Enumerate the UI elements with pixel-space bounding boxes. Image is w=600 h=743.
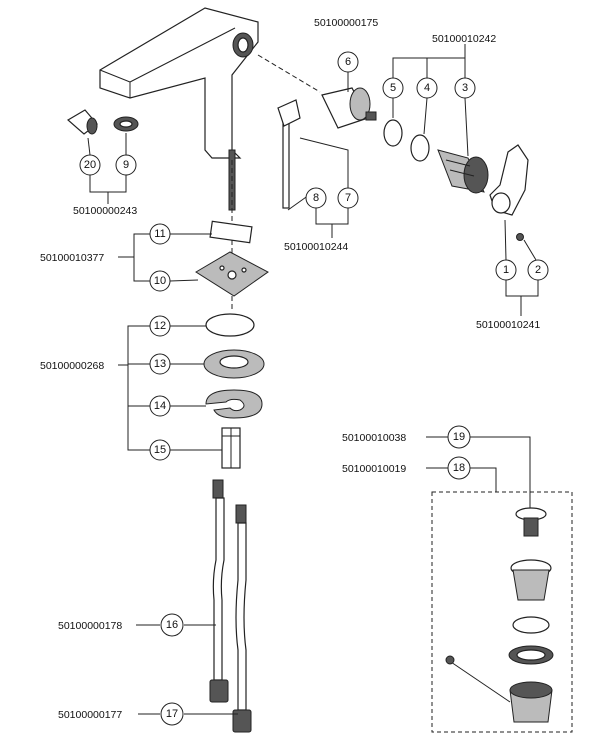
gasket-part-11 [209, 220, 253, 244]
callout-12: 12 [154, 320, 166, 332]
washer-part-13 [203, 349, 265, 379]
drain-assembly-box [431, 491, 573, 733]
leader-lines [87, 44, 539, 715]
drain-body [445, 559, 554, 723]
part-number-50100000243: 50100000243 [73, 205, 137, 217]
callout-circles [79, 51, 549, 726]
callout-8: 8 [313, 192, 319, 204]
plate-part-10 [195, 251, 269, 297]
callout-11: 11 [154, 228, 165, 240]
part-number-50100010242: 50100010242 [432, 33, 496, 45]
part-number-50100010038: 50100010038 [342, 432, 406, 444]
callout-1: 1 [503, 264, 509, 276]
part-number-50100010377: 50100010377 [40, 252, 104, 264]
callout-9: 9 [123, 159, 129, 171]
callout-4: 4 [424, 82, 430, 94]
part-number-50100010019: 50100010019 [342, 463, 406, 475]
cartridge-part-6 [321, 87, 377, 129]
pop-up-plug-part-19 [515, 507, 547, 537]
callout-10: 10 [154, 275, 166, 287]
o-ring-part-5 [383, 119, 403, 147]
nut-part-15 [221, 427, 241, 469]
hose-part-16 [209, 479, 229, 703]
faucet-body [99, 7, 259, 211]
lever-handle-part-1 [489, 144, 529, 216]
aerator-part-20 [66, 109, 98, 135]
callout-19: 19 [453, 431, 465, 443]
o-ring-part-4 [410, 134, 430, 162]
callout-14: 14 [154, 400, 166, 412]
ring-part-12 [205, 313, 255, 337]
set-screw-part-2 [516, 233, 524, 241]
callout-6: 6 [345, 56, 351, 68]
part-number-50100010244: 50100010244 [284, 241, 348, 253]
part-number-50100000177: 50100000177 [58, 709, 122, 721]
callout-18: 18 [453, 462, 465, 474]
clip-part-14 [205, 389, 263, 419]
part-number-50100000268: 50100000268 [40, 360, 104, 372]
callout-17: 17 [166, 708, 178, 720]
callout-20: 20 [84, 159, 96, 171]
hose-part-17 [232, 504, 252, 733]
part-number-50100000175: 50100000175 [314, 17, 378, 29]
part-number-50100010241: 50100010241 [476, 319, 540, 331]
callout-7: 7 [345, 192, 351, 204]
callout-16: 16 [166, 619, 178, 631]
rod-part-8 [277, 99, 301, 209]
callout-3: 3 [462, 82, 468, 94]
callout-5: 5 [390, 82, 396, 94]
callout-15: 15 [154, 444, 166, 456]
part-number-50100000178: 50100000178 [58, 620, 122, 632]
callout-2: 2 [535, 264, 541, 276]
sleeve-part-3 [437, 149, 489, 194]
callout-13: 13 [154, 358, 166, 370]
